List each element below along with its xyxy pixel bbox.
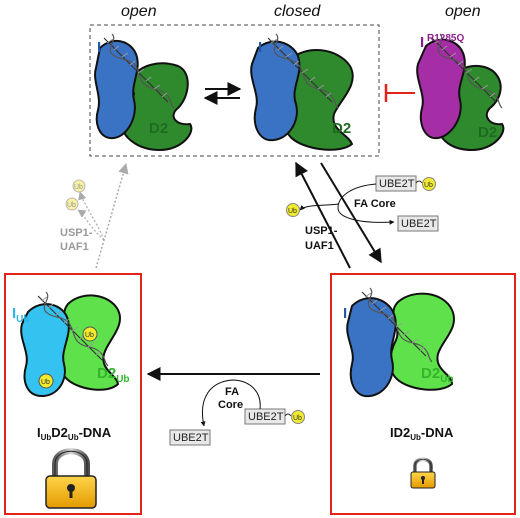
label-D2ub: D2Ub: [421, 365, 454, 385]
ub-label: Ub: [288, 208, 297, 215]
ubiquitin-icon: [65, 197, 79, 211]
label-D2ub: D2Ub: [97, 365, 130, 385]
lock-icon-small: [410, 457, 436, 489]
state-IubD2ub-DNA: IUbD2Ub-DNA: [37, 425, 112, 442]
complex-closed: I D2: [250, 33, 354, 151]
deubiquitination-path: Ub Ub USP1- UAF1: [60, 162, 129, 269]
ube2t-box: [397, 215, 439, 232]
header-open-left: open: [121, 3, 157, 20]
complex-open: I D2: [94, 33, 193, 152]
uaf1-label: UAF1: [305, 240, 334, 252]
header-closed: closed: [274, 3, 321, 20]
label-D2: D2: [332, 120, 351, 137]
label-mutation: R1285Q: [427, 33, 464, 44]
ub-label: Ub: [424, 182, 433, 189]
ub-label: Ub: [74, 184, 83, 191]
lock-icon-large: [45, 448, 97, 509]
complex-IubD2ub: Ub Ub IUb D2Ub: [12, 291, 130, 398]
ub-label: Ub: [85, 332, 94, 339]
fa-core-label: FA Core: [354, 198, 396, 210]
ube2t-box: [169, 429, 211, 446]
i-subunit: [250, 40, 301, 142]
ub-label: Ub: [41, 379, 50, 386]
unlocked-state-box: [330, 273, 516, 515]
usp1-label: USP1-: [305, 225, 338, 237]
ube2t-label: UBE2T: [248, 411, 284, 423]
fa-label: FA: [225, 386, 239, 398]
i-subunit: [346, 297, 397, 398]
ub-label: Ub: [67, 202, 76, 209]
ubiquitination-arrows: UBE2T Ub FA Core UBE2T Ub USP1- UAF1: [286, 161, 439, 269]
label-D2: D2: [149, 120, 168, 137]
ube2t-label: UBE2T: [401, 218, 437, 230]
ube2t-ub-box: [375, 175, 417, 192]
usp1-label-grey: USP1-: [60, 227, 93, 239]
ubiquitin-icon: [38, 373, 54, 389]
inhibition-bar: [384, 84, 415, 102]
state-ID2ub-DNA: ID2Ub-DNA: [390, 425, 454, 442]
ubiquitin-icon: [72, 179, 86, 193]
complex-ID2ub: I D2Ub: [343, 287, 455, 398]
iub-subunit: [20, 303, 70, 398]
label-I: I: [258, 39, 262, 56]
core-label: Core: [218, 399, 243, 411]
second-ubiquitination: FA Core UBE2T Ub UBE2T: [169, 379, 305, 446]
ube2t-label: UBE2T: [173, 432, 209, 444]
complex-mutant-open: I R1285Q D2: [416, 33, 505, 152]
d2ub-subunit: [389, 292, 455, 391]
label-I-mutant: I: [420, 34, 424, 51]
label-D2: D2: [478, 124, 497, 141]
i-mutant-subunit: [416, 38, 466, 140]
ubiquitin-icon: [291, 410, 305, 424]
locked-state-box: [4, 273, 142, 515]
header-open-right: open: [445, 3, 481, 20]
uaf1-label-grey: UAF1: [60, 241, 89, 253]
label-I: I: [343, 305, 347, 322]
ubiquitin-icon: [422, 177, 436, 191]
i-subunit: [94, 39, 139, 140]
ubiquitin-icon: [82, 326, 98, 342]
ub-label: Ub: [293, 415, 302, 422]
label-Iub: IUb: [12, 305, 30, 325]
ube2t-ub-box: [244, 408, 286, 425]
ubiquitin-icon: [286, 203, 300, 217]
label-I: I: [97, 39, 101, 56]
ube2t-label: UBE2T: [379, 178, 415, 190]
